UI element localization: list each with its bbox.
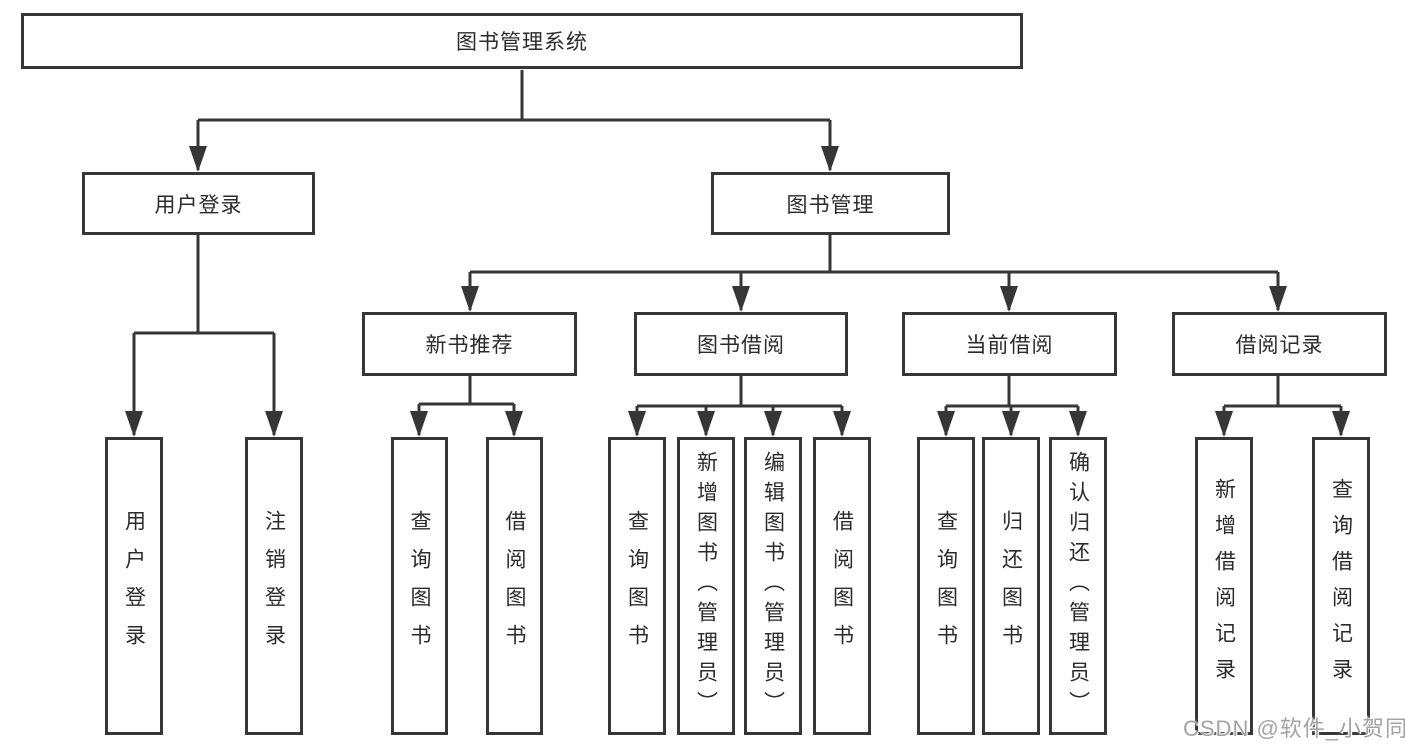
- node-label: 图书管理系统: [456, 31, 588, 54]
- leaf-label: 注销登录: [262, 510, 286, 662]
- node-label: 借阅记录: [1235, 334, 1324, 357]
- leaf-add-books-admin: 新增图书（管理员）: [677, 437, 735, 735]
- leaf-borrow-books-1: 借阅图书: [486, 437, 543, 735]
- leaf-add-borrow-record: 新增借阅记录: [1195, 437, 1253, 735]
- leaf-label: 归还图书: [999, 510, 1023, 662]
- leaf-query-books-3: 查询图书: [917, 437, 975, 735]
- csdn-watermark: CSDN @软件_小贺同学: [1183, 716, 1405, 741]
- leaf-label: 借阅图书: [503, 510, 526, 662]
- leaf-label: 新增借阅记录: [1212, 478, 1236, 694]
- leaf-borrow-books-2: 借阅图书: [813, 437, 871, 735]
- node-library-system: 图书管理系统: [21, 13, 1023, 69]
- node-user-login: 用户登录: [82, 172, 315, 235]
- leaf-query-borrow-record: 查询借阅记录: [1312, 437, 1370, 735]
- leaf-label: 借阅图书: [830, 510, 854, 662]
- leaf-label: 确认归还（管理员）: [1066, 451, 1090, 721]
- node-new-book-recommend: 新书推荐: [362, 312, 577, 376]
- leaf-label: 新增图书（管理员）: [694, 451, 718, 721]
- leaf-logout: 注销登录: [245, 437, 303, 735]
- node-book-management: 图书管理: [711, 172, 950, 235]
- arrowhead-icons: [125, 146, 1350, 437]
- node-label: 当前借阅: [965, 334, 1054, 357]
- leaf-label: 查询图书: [625, 510, 649, 662]
- leaf-return-books: 归还图书: [982, 437, 1040, 735]
- leaf-label: 用户登录: [122, 510, 146, 662]
- node-label: 图书管理: [786, 193, 875, 217]
- leaf-edit-books-admin: 编辑图书（管理员）: [744, 437, 802, 735]
- leaf-confirm-return-admin: 确认归还（管理员）: [1049, 437, 1107, 735]
- node-label: 用户登录: [154, 193, 243, 217]
- node-label: 图书借阅: [697, 334, 785, 357]
- node-label: 新书推荐: [425, 334, 514, 357]
- leaf-query-books-2: 查询图书: [608, 437, 666, 735]
- node-current-borrow: 当前借阅: [902, 312, 1117, 376]
- node-book-borrow: 图书借阅: [634, 312, 848, 376]
- leaf-label: 编辑图书（管理员）: [761, 451, 785, 721]
- leaf-user-login: 用户登录: [105, 437, 163, 735]
- leaf-label: 查询图书: [934, 510, 958, 662]
- leaf-label: 查询图书: [408, 510, 431, 662]
- leaf-query-books-1: 查询图书: [391, 437, 448, 735]
- leaf-label: 查询借阅记录: [1329, 478, 1353, 694]
- node-borrow-records: 借阅记录: [1172, 312, 1387, 376]
